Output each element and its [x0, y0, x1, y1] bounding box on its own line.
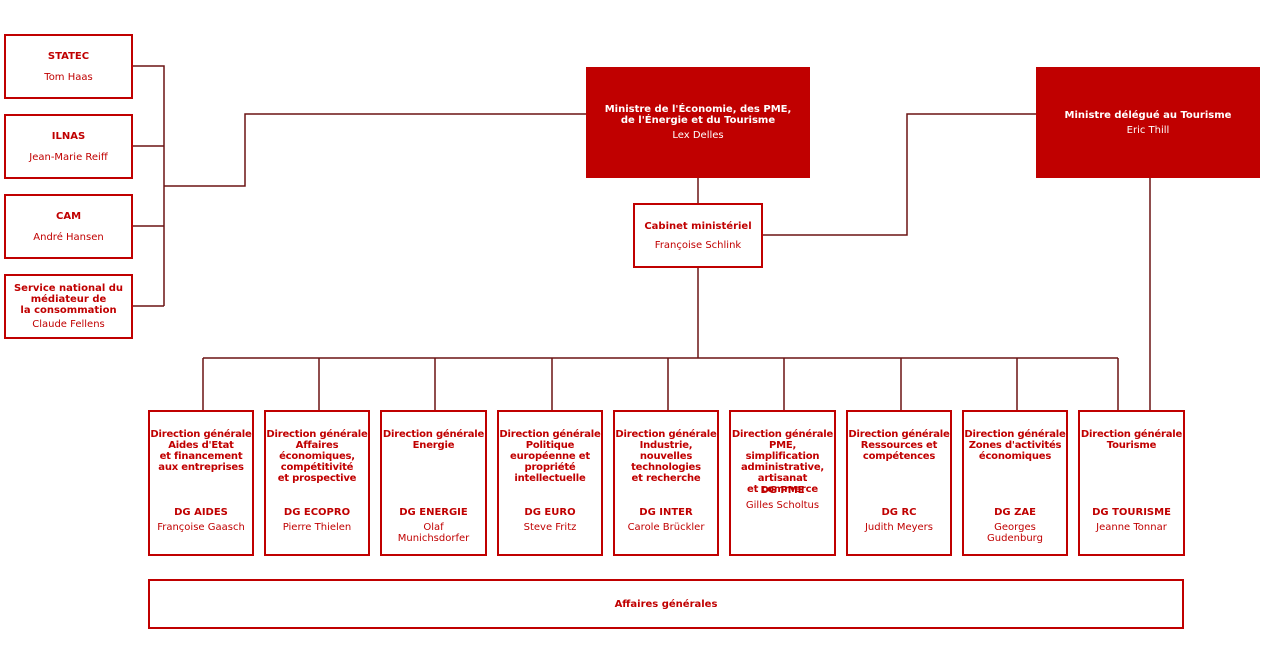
- dg-title: Direction générale Zones d'activités éco…: [964, 429, 1066, 462]
- minister-name: Lex Delles: [672, 130, 724, 141]
- org-box-minister: Ministre de l'Économie, des PME, de l'Én…: [586, 67, 810, 178]
- dg-abbreviation: DG TOURISME: [1092, 507, 1171, 518]
- entity-head: Tom Haas: [44, 71, 93, 83]
- entity-title: STATEC: [47, 50, 90, 62]
- dg-head: Olaf Munichsdorfer: [397, 522, 470, 544]
- dg-head: Carole Brückler: [627, 522, 705, 533]
- org-box-cam: CAM André Hansen: [4, 194, 133, 259]
- org-box-dg-pme: Direction générale PME, simplification a…: [729, 410, 836, 556]
- org-box-dg-inter: Direction générale Industrie, nouvelles …: [613, 410, 719, 556]
- connector-cabinet-delegate: [762, 113, 1036, 236]
- minister-title: Ministre de l'Économie, des PME, de l'Én…: [604, 104, 792, 126]
- org-box-dg-zae: Direction générale Zones d'activités éco…: [962, 410, 1068, 556]
- dg-head: Jeanne Tonnar: [1096, 522, 1167, 533]
- entity-title: CAM: [55, 210, 82, 222]
- dg-title: Direction générale Aides d'Etat et finan…: [150, 429, 252, 473]
- dg-title: Direction générale Politique européenne …: [499, 429, 601, 484]
- entity-head: André Hansen: [33, 231, 104, 243]
- dg-abbreviation: DG PME: [760, 485, 805, 496]
- dg-abbreviation: DG INTER: [639, 507, 693, 518]
- dg-abbreviation: DG ZAE: [994, 507, 1036, 518]
- org-box-delegate-minister: Ministre délégué au Tourisme Eric Thill: [1036, 67, 1260, 178]
- org-box-mediateur: Service national du médiateur de la cons…: [4, 274, 133, 339]
- org-box-statec: STATEC Tom Haas: [4, 34, 133, 99]
- org-box-ilnas: ILNAS Jean-Marie Reiff: [4, 114, 133, 179]
- affaires-generales-title: Affaires générales: [614, 598, 718, 610]
- dg-abbreviation: DG AIDES: [174, 507, 228, 518]
- org-box-dg-rc: Direction générale Ressources et compéte…: [846, 410, 952, 556]
- cabinet-title: Cabinet ministériel: [644, 220, 752, 232]
- org-box-affaires-generales: Affaires générales: [148, 579, 1184, 629]
- dg-title: Direction générale Affaires économiques,…: [266, 429, 368, 484]
- org-box-dg-tourisme: Direction générale Tourisme DG TOURISME …: [1078, 410, 1185, 556]
- dg-title: Direction générale Ressources et compéte…: [848, 429, 950, 462]
- connector-dg-drops: [202, 358, 1119, 411]
- entity-title: Service national du médiateur de la cons…: [13, 283, 124, 316]
- entity-title: ILNAS: [51, 130, 86, 142]
- org-box-dg-euro: Direction générale Politique européenne …: [497, 410, 603, 556]
- dg-head: Georges Gudenburg: [987, 522, 1043, 544]
- org-box-dg-aides: Direction générale Aides d'Etat et finan…: [148, 410, 254, 556]
- dg-abbreviation: DG ENERGIE: [399, 507, 468, 518]
- dg-title: Direction générale Energie: [382, 429, 485, 451]
- org-box-dg-energie: Direction générale Energie DG ENERGIE Ol…: [380, 410, 487, 556]
- dg-title: Direction générale Industrie, nouvelles …: [615, 429, 717, 484]
- org-box-cabinet: Cabinet ministériel Françoise Schlink: [633, 203, 763, 268]
- cabinet-head: Françoise Schlink: [654, 239, 742, 251]
- connector-side-bracket: [132, 65, 165, 307]
- org-box-dg-ecopro: Direction générale Affaires économiques,…: [264, 410, 370, 556]
- delegate-name: Eric Thill: [1126, 124, 1170, 136]
- delegate-title: Ministre délégué au Tourisme: [1064, 109, 1232, 121]
- dg-head: Françoise Gaasch: [157, 522, 245, 533]
- dg-abbreviation: DG ECOPRO: [283, 507, 351, 518]
- dg-title: Direction générale Tourisme: [1080, 429, 1183, 451]
- dg-head: Judith Meyers: [864, 522, 934, 533]
- entity-head: Claude Fellens: [32, 319, 105, 330]
- dg-abbreviation: DG RC: [881, 507, 917, 518]
- entity-head: Jean-Marie Reiff: [29, 151, 108, 163]
- dg-head: Gilles Scholtus: [745, 500, 820, 511]
- dg-title: Direction générale PME, simplification a…: [731, 429, 834, 495]
- connector-side-to-minister: [164, 113, 586, 187]
- dg-head: Pierre Thielen: [282, 522, 352, 533]
- dg-head: Steve Fritz: [523, 522, 577, 533]
- dg-abbreviation: DG EURO: [524, 507, 576, 518]
